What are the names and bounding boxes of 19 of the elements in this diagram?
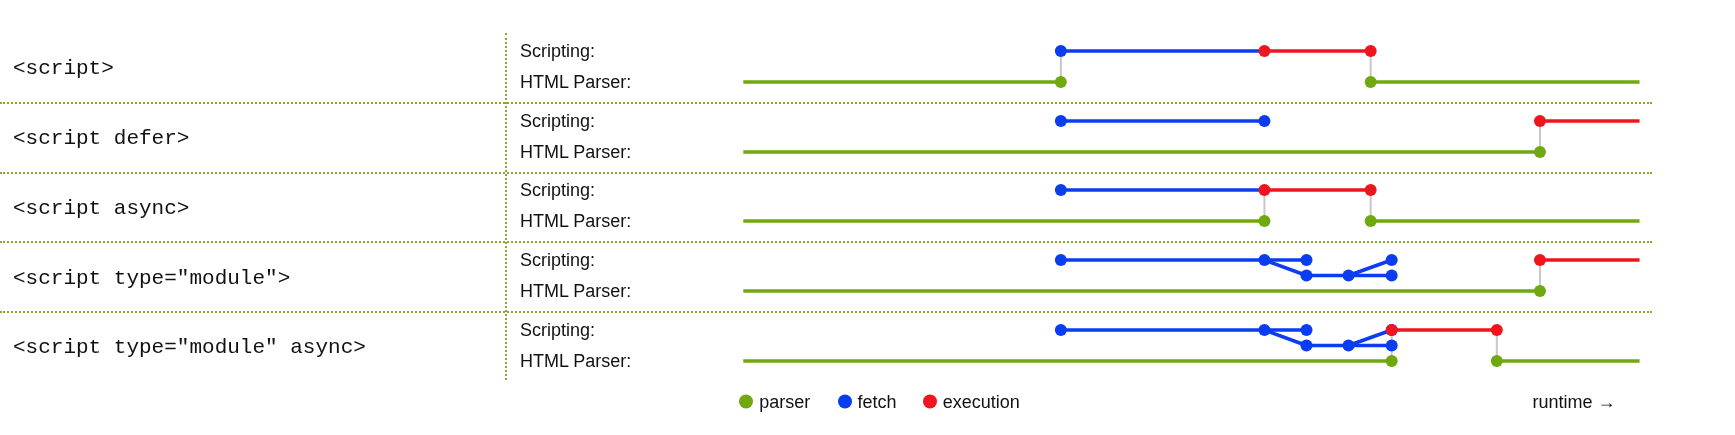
legend-label: fetch [857, 391, 897, 413]
script-tag-label: <script type="module" async> [13, 335, 366, 359]
script-tag-label: <script type="module"> [13, 266, 291, 289]
script-tag-label: <script> [13, 56, 114, 80]
legend-label: parser [759, 391, 811, 413]
lane-label: HTML Parser: [520, 141, 632, 163]
lane-label: Scripting: [520, 319, 596, 341]
lane-label: Scripting: [520, 179, 596, 201]
lane-label: Scripting: [520, 110, 596, 132]
legend-label: execution [942, 391, 1020, 413]
lane-label: HTML Parser: [520, 210, 632, 232]
lane-label: HTML Parser: [520, 350, 632, 372]
script-tag-label: <script async> [13, 196, 190, 220]
lane-label: Scripting: [520, 40, 596, 62]
axis-label: runtime → [1532, 391, 1616, 413]
lane-label: Scripting: [520, 249, 596, 271]
script-tag-label: <script defer> [13, 126, 190, 150]
lane-label: HTML Parser: [520, 71, 632, 93]
lane-label: HTML Parser: [520, 280, 632, 302]
